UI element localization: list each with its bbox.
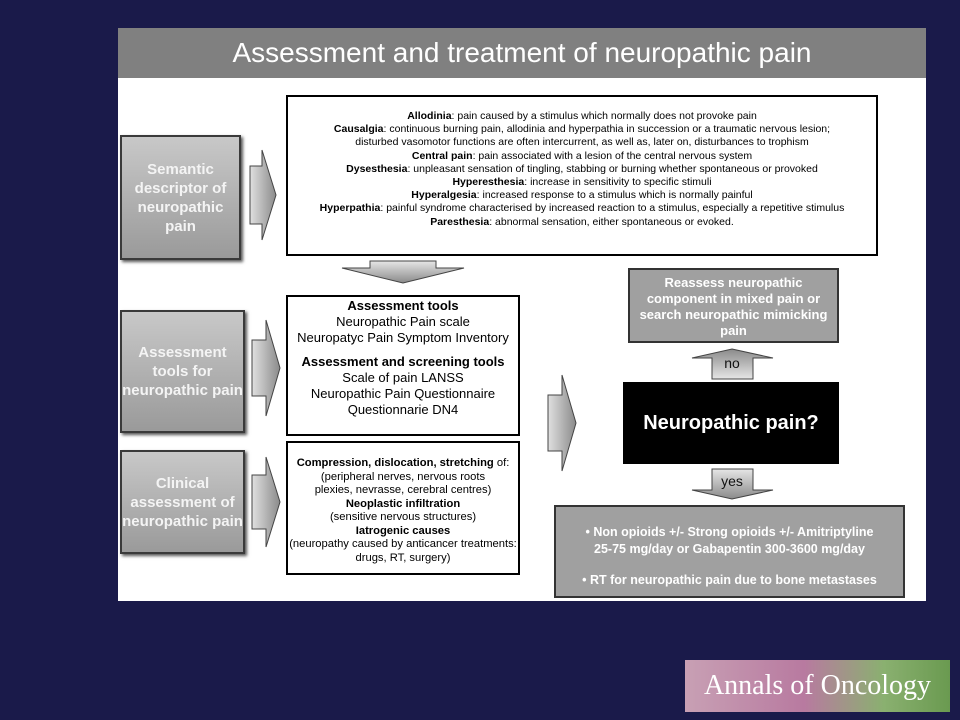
def-hyperesthesia: Hyperesthesia: increase in sensitivity t…: [452, 176, 712, 189]
arrow-right-1: [249, 149, 277, 241]
clinical-line-8: drugs, RT, surgery): [355, 551, 451, 564]
tools-heading-2: Assessment and screening tools: [301, 354, 505, 369]
reassess-text: Reassess neuropathic component in mixed …: [639, 275, 828, 338]
neuropathic-pain-question-box: Neuropathic pain?: [623, 382, 839, 464]
def-paresthesia: Paresthesia: abnormal sensation, either …: [430, 215, 734, 228]
semantic-descriptor-box: Semantic descriptor of neuropathic pain: [120, 135, 241, 260]
def-dysesthesia: Dysesthesia: unpleasant sensation of tin…: [346, 162, 818, 175]
arrow-down-1: [341, 260, 465, 284]
tool-item: Neuropatyc Pain Symptom Inventory: [297, 330, 509, 345]
tool-item: Scale of pain LANSS: [342, 370, 464, 385]
treatment-line-2: 25-75 mg/day or Gabapentin 300-3600 mg/d…: [594, 542, 865, 556]
arrow-right-3: [251, 456, 281, 548]
clinical-line-6: Iatrogenic causes: [355, 524, 451, 537]
clinical-line-4: Neoplastic infiltration: [345, 497, 461, 510]
semantic-descriptor-label: Semantic descriptor of neuropathic pain: [134, 160, 227, 235]
assessment-tools-list-box: Assessment tools Neuropathic Pain scale …: [286, 295, 520, 436]
yes-label: yes: [721, 473, 743, 489]
arrow-down-yes: [691, 468, 774, 500]
def-allodinia: Allodinia: pain caused by a stimulus whi…: [407, 110, 757, 122]
arrow-up-no: [691, 348, 774, 380]
no-label: no: [724, 355, 740, 371]
tool-item: Questionnarie DN4: [347, 402, 459, 417]
arrow-right-big: [547, 374, 577, 472]
tools-heading-1: Assessment tools: [347, 298, 459, 313]
clinical-line-3: plexies, nevrasse, cerebral centres): [314, 484, 492, 496]
clinical-assessment-box: Clinical assessment of neuropathic pain: [120, 450, 245, 554]
assessment-tools-label: Assessment tools for neuropathic pain: [122, 344, 243, 399]
clinical-causes-box: Compression, dislocation, stretching of:…: [286, 441, 520, 575]
treatment-line-1: • Non opioids +/- Strong opioids +/- Ami…: [585, 525, 874, 539]
annals-of-oncology-logo: Annals of Oncology: [685, 660, 950, 712]
clinical-line-2: (peripheral nerves, nervous roots: [320, 470, 486, 483]
clinical-line-5: (sensitive nervous structures): [329, 511, 477, 523]
def-hyperalgesia: Hyperalgesia: increased response to a st…: [411, 189, 753, 202]
def-central-pain: Central pain: pain associated with a les…: [411, 149, 753, 162]
treatment-box: • Non opioids +/- Strong opioids +/- Ami…: [554, 505, 905, 598]
tool-item: Neuropathic Pain Questionnaire: [310, 386, 496, 401]
clinical-line-1: Compression, dislocation, stretching of:: [296, 457, 510, 469]
slide-title: Assessment and treatment of neuropathic …: [118, 28, 926, 78]
tool-item: Neuropathic Pain scale: [336, 314, 470, 329]
reassess-box: Reassess neuropathic component in mixed …: [628, 268, 839, 343]
def-hyperpathia: Hyperpathia: painful syndrome characteri…: [319, 202, 845, 215]
def-causalgia-cont: disturbed vasomotor functions are often …: [355, 136, 809, 149]
clinical-assessment-label: Clinical assessment of neuropathic pain: [122, 474, 243, 530]
arrow-right-2: [251, 319, 281, 417]
slide: Assessment and treatment of neuropathic …: [118, 28, 926, 601]
def-causalgia: Causalgia: continuous burning pain, allo…: [333, 123, 831, 136]
treatment-line-3: • RT for neuropathic pain due to bone me…: [582, 573, 877, 587]
definitions-box: Allodinia: pain caused by a stimulus whi…: [286, 95, 878, 256]
clinical-line-7: (neuropathy caused by anticancer treatme…: [289, 538, 517, 550]
assessment-tools-box: Assessment tools for neuropathic pain: [120, 310, 245, 433]
question-text: Neuropathic pain?: [643, 411, 819, 434]
